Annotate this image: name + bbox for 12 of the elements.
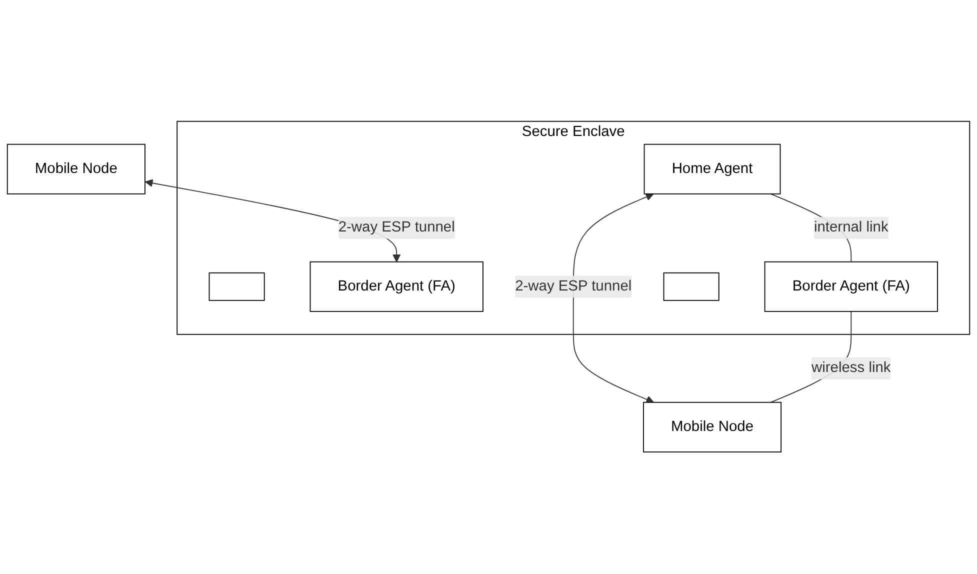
node-box — [663, 272, 720, 302]
node-box: Mobile Node — [643, 402, 782, 453]
node-box — [208, 272, 265, 302]
node-box: Border Agent (FA) — [764, 262, 938, 312]
edge-label: wireless link — [812, 360, 891, 376]
edge-label: 2-way ESP tunnel — [515, 278, 632, 294]
node-box: Mobile Node — [6, 144, 146, 195]
edge-label: internal link — [814, 220, 888, 236]
node-box: Home Agent — [644, 144, 781, 195]
node-box: Border Agent (FA) — [310, 262, 484, 312]
arrow — [572, 194, 654, 404]
edge-label: 2-way ESP tunnel — [338, 220, 455, 236]
